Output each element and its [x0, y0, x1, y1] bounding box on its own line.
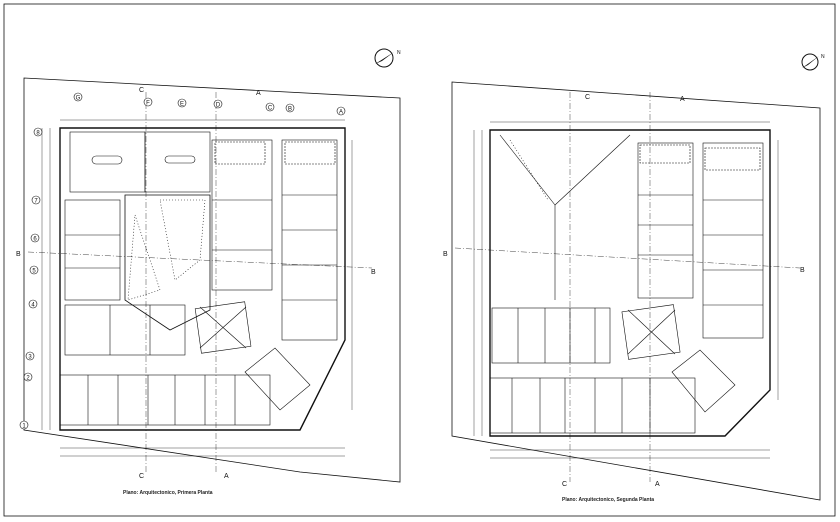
plan-caption-right: Plano: Arquitectonico, Segunda Planta: [562, 497, 655, 503]
section-marks-right: C A B C A B: [443, 94, 805, 488]
office-block-c: [64, 199, 121, 301]
grid-bubble-column: A: [336, 106, 346, 116]
grid-bubble-row: 1: [19, 420, 29, 430]
office-block-a: [211, 139, 273, 291]
site-boundary-right: [451, 81, 821, 501]
svg-text:N: N: [397, 50, 401, 56]
grid-bubbles-left-rows: 8 7 6 5 4 3 2 1: [19, 127, 43, 430]
conference-table-2: [164, 155, 196, 164]
stair-grid-a: [214, 141, 266, 165]
conference-table-1: [91, 155, 123, 165]
stair-grid-c: [639, 144, 691, 164]
grid-bubble-column: E: [177, 98, 187, 108]
stair-grid-d: [704, 147, 761, 171]
section-mark: A: [655, 481, 660, 488]
svg-text:5: 5: [32, 269, 36, 275]
conference-room-2: [144, 131, 211, 193]
section-mark: A: [256, 90, 261, 97]
stair-grid-b: [284, 141, 336, 165]
grid-bubble-row: 5: [29, 265, 39, 275]
section-mark: C: [139, 473, 144, 480]
svg-text:2: 2: [26, 376, 30, 382]
grid-bubble-column: C: [265, 102, 275, 112]
bottom-offices-left: [59, 374, 271, 426]
elevator-core-right: [621, 304, 681, 360]
grid-bubble-row: 4: [28, 299, 38, 309]
section-mark: A: [680, 96, 685, 103]
svg-text:8: 8: [36, 131, 40, 137]
plan-right: [451, 81, 821, 501]
svg-text:1: 1: [22, 424, 26, 430]
grid-bubble-row: 7: [31, 195, 41, 205]
grid-bubble-column: F: [143, 97, 153, 107]
grid-bubble-column: G: [73, 92, 83, 102]
plan-caption-left: Plano: Arquitectonico, Primera Planta: [123, 490, 213, 496]
lobby-left: [244, 347, 311, 411]
section-line-b: [27, 251, 373, 269]
section-mark: B: [443, 251, 448, 258]
grid-bubble-row: 3: [25, 351, 35, 361]
svg-text:N: N: [821, 54, 825, 60]
building-outline-left: [59, 127, 346, 431]
grid-bubble-column: B: [285, 103, 295, 113]
section-mark: C: [562, 481, 567, 488]
svg-text:7: 7: [34, 199, 38, 205]
grid-bubble-row: 8: [33, 127, 43, 137]
core-diagonal: [627, 309, 676, 355]
grid-bubbles-left-columns: G F E D C B A: [73, 92, 346, 116]
svg-text:4: 4: [31, 303, 35, 309]
office-block-e: [637, 142, 694, 299]
lobby-right: [671, 349, 736, 413]
site-boundary-left: [23, 77, 401, 483]
grid-bubble-row: 6: [30, 233, 40, 243]
svg-text:D: D: [216, 103, 221, 109]
plan-left: [23, 77, 401, 483]
section-line-b: [454, 247, 801, 269]
sheet-border: [3, 3, 836, 517]
grid-bubble-row: 2: [23, 372, 33, 382]
svg-text:E: E: [180, 102, 184, 108]
core-diagonal: [199, 306, 247, 349]
section-marks-left: C A B C A B: [16, 87, 376, 480]
courtyard-left: [124, 194, 211, 331]
office-block-b: [281, 139, 338, 341]
section-mark: B: [800, 267, 805, 274]
section-mark: C: [139, 87, 144, 94]
conference-room-1: [69, 131, 146, 193]
roof-line: [509, 139, 549, 201]
section-mark: B: [16, 251, 21, 258]
apartments-mid-right: [491, 307, 611, 364]
section-mark: C: [585, 94, 590, 101]
svg-text:6: 6: [33, 237, 37, 243]
svg-text:A: A: [339, 110, 343, 116]
svg-text:3: 3: [28, 355, 32, 361]
grid-bubble-column: D: [213, 99, 223, 109]
roof-line: [554, 134, 631, 206]
north-arrow-icon: N: [801, 53, 825, 71]
roof-line: [499, 134, 556, 206]
section-mark: B: [371, 269, 376, 276]
courtyard-hatch-left: [159, 199, 206, 281]
svg-text:F: F: [146, 101, 150, 107]
elevator-core-left: [194, 301, 252, 354]
apartments-bottom-right: [489, 377, 696, 434]
section-mark: A: [224, 473, 229, 480]
svg-text:B: B: [288, 107, 292, 113]
office-block-d: [64, 304, 186, 356]
svg-text:G: G: [76, 96, 81, 102]
office-block-f: [702, 142, 764, 339]
svg-text:C: C: [268, 106, 273, 112]
courtyard-triangle-left: [127, 214, 161, 301]
north-arrow-icon: N: [374, 48, 401, 68]
